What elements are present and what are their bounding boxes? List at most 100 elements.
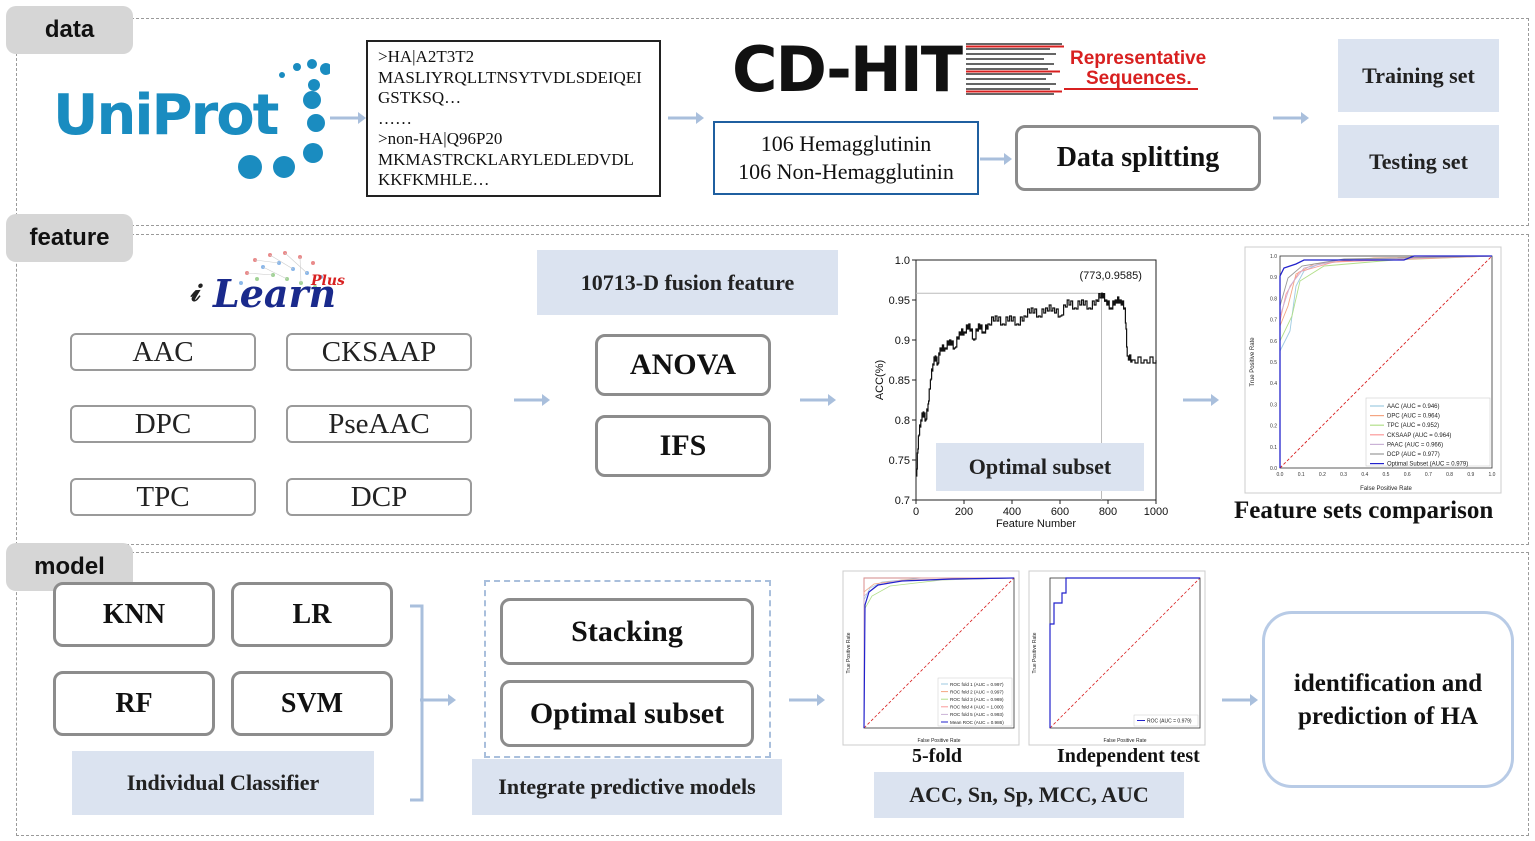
data-tag: data xyxy=(6,6,133,54)
integrate-models-box: Integrate predictive models xyxy=(472,759,782,815)
roc-compare-xtick: 0.7 xyxy=(1425,472,1432,478)
optimal-subset-label: Optimal subset xyxy=(936,443,1144,491)
ilearn-text: Learn xyxy=(213,271,337,316)
arrow-right-icon xyxy=(1222,694,1258,706)
ifs-ytick-label: 0.85 xyxy=(889,375,910,387)
roc-independent-chart: ROC (AUC = 0.979) False Positive Rate Tr… xyxy=(1028,570,1206,746)
sequence-line-2: MASLIYRQLLTNSYTVDLSDEIQEI xyxy=(378,67,642,87)
roc-optimal-line xyxy=(1279,255,1492,468)
roc-compare-xtick: 0.4 xyxy=(1361,472,1368,478)
uniprot-logo: UniProt xyxy=(50,55,332,185)
independent-test-label: Independent test xyxy=(1057,745,1200,767)
roc-compare-xtick: 0.9 xyxy=(1467,472,1474,478)
ilearn-logo: 𝒾 Learn Plus xyxy=(185,245,365,316)
fusion-feature-box: 10713-D fusion feature xyxy=(537,250,838,315)
roc-compare-legend xyxy=(1365,397,1491,467)
testing-set-box: Testing set xyxy=(1338,125,1499,198)
roc-compare-legend-label: PAAC (AUC = 0.966) xyxy=(1387,442,1443,448)
sequence-line-5: >non-HA|Q96P20 xyxy=(378,129,503,148)
sequence-line-1: >HA|A2T3T2 xyxy=(378,47,475,66)
roc-compare-xtick: 1.0 xyxy=(1489,472,1496,478)
ifs-xlabel: Feature Number xyxy=(996,518,1076,530)
arrow-right-icon xyxy=(789,694,825,706)
ifs-ytick-label: 1.0 xyxy=(895,255,910,267)
uniprot-text: UniProt xyxy=(53,83,279,148)
fivefold-label: 5-fold xyxy=(912,745,962,767)
roc-compare-legend-label: DCP (AUC = 0.977) xyxy=(1387,452,1440,458)
roc-compare-ytick: 1.0 xyxy=(1270,254,1277,260)
roc-compare-xlabel: False Positive Rate xyxy=(1360,486,1412,492)
roc-compare-ytick: 0.5 xyxy=(1270,360,1277,366)
feature-aac: AAC xyxy=(70,333,256,371)
arrow-right-icon xyxy=(330,112,366,124)
roc-compare-ytick: 0.0 xyxy=(1270,466,1277,472)
cdhit-subtitle-1: Representative xyxy=(1070,48,1207,69)
roc-compare-ylabel: True Positive Rate xyxy=(1250,337,1256,387)
ifs-xtick-label: 600 xyxy=(1051,506,1069,518)
ilearn-plus: Plus xyxy=(311,273,345,289)
individual-classifier-box: Individual Classifier xyxy=(72,751,374,815)
cdhit-lines-icon xyxy=(966,43,1064,95)
ifs-ytick-label: 0.7 xyxy=(895,495,910,507)
roc-compare-legend-label: CKSAAP (AUC = 0.964) xyxy=(1387,433,1451,439)
roc-compare-ytick: 0.4 xyxy=(1270,381,1277,387)
roc-compare-xtick: 0.6 xyxy=(1404,472,1411,478)
classifier-svm: SVM xyxy=(231,671,393,736)
arrow-right-icon xyxy=(980,153,1012,165)
classifier-knn: KNN xyxy=(53,582,215,647)
cdhit-underline-icon xyxy=(1064,88,1198,90)
ifs-ytick-label: 0.95 xyxy=(889,295,910,307)
roc-comparison-chart: 0.00.00.10.10.20.20.30.30.40.40.50.50.60… xyxy=(1244,246,1502,494)
feature-dcp: DCP xyxy=(286,478,472,516)
roc-compare-xtick: 0.1 xyxy=(1298,472,1305,478)
ifs-xtick-label: 0 xyxy=(913,506,919,518)
roc-5fold-legend-label: ROC fold 2 (AUC = 0.997) xyxy=(950,689,1004,694)
arrow-right-icon xyxy=(1183,394,1219,406)
roc-compare-ytick: 0.8 xyxy=(1270,296,1277,302)
roc-5fold-legend-label: ROC fold 5 (AUC = 0.993) xyxy=(950,712,1004,717)
data-splitting-box: Data splitting xyxy=(1015,125,1261,191)
svg-text:𝒾: 𝒾 xyxy=(190,275,203,308)
roc-compare-ytick: 0.9 xyxy=(1270,275,1277,281)
sequence-line-6: MKMASTRCKLARYLEDLEDVDL xyxy=(378,149,634,169)
data-panel xyxy=(16,18,1529,226)
ifs-peak-annotation: (773,0.9585) xyxy=(1080,270,1142,282)
roc-independent-ylabel: True Positive Rate xyxy=(1032,632,1038,673)
roc-5fold-legend-label: ROC fold 4 (AUC = 1.000) xyxy=(950,705,1004,710)
roc-compare-ytick: 0.1 xyxy=(1270,445,1277,451)
roc-compare-xtick: 0.3 xyxy=(1340,472,1347,478)
feature-sets-comparison-label: Feature sets comparison xyxy=(1234,497,1494,524)
ifs-xtick-label: 200 xyxy=(955,506,973,518)
feature-cksaap: CKSAAP xyxy=(286,333,472,371)
feature-dpc: DPC xyxy=(70,405,256,443)
uniprot-dots-right-icon xyxy=(303,91,325,132)
arrow-right-icon xyxy=(514,394,550,406)
training-set-box: Training set xyxy=(1338,39,1499,112)
metrics-box: ACC, Sn, Sp, MCC, AUC xyxy=(874,772,1184,818)
ilearn-network-icon: 𝒾 xyxy=(190,251,323,308)
roc-independent-legend: ROC (AUC = 0.979) xyxy=(1147,719,1192,725)
roc-compare-ytick: 0.7 xyxy=(1270,318,1277,324)
roc-independent-xlabel: False Positive Rate xyxy=(1103,738,1146,744)
ifs-ytick-label: 0.75 xyxy=(889,455,910,467)
feature-pseaac: PseAAC xyxy=(286,405,472,443)
roc-5fold-legend-label: Mean ROC (AUC = 0.986) xyxy=(950,720,1004,725)
roc-compare-legend-label: Optimal Subset (AUC = 0.979) xyxy=(1387,462,1468,468)
roc-compare-legend-label: AAC (AUC = 0.946) xyxy=(1387,404,1440,410)
roc-compare-legend-label: TPC (AUC = 0.952) xyxy=(1387,423,1439,429)
cdhit-title: CD-HIT xyxy=(732,33,963,106)
classifier-lr: LR xyxy=(231,582,393,647)
final-result-text: identification and prediction of HA xyxy=(1293,669,1483,730)
roc-compare-xtick: 0.2 xyxy=(1319,472,1326,478)
roc-compare-legend-label: DPC (AUC = 0.964) xyxy=(1387,414,1440,420)
ifs-acc-line xyxy=(916,292,1157,477)
count-non-ha: 106 Non-Hemagglutinin xyxy=(738,159,954,184)
ifs-ylabel: ACC(%) xyxy=(874,360,886,400)
roc-5fold-chart: ROC fold 1 (AUC = 0.997)ROC fold 2 (AUC … xyxy=(842,570,1020,746)
optimal-subset-box: Optimal subset xyxy=(500,680,754,747)
feature-tpc: TPC xyxy=(70,478,256,516)
ifs-xtick-label: 800 xyxy=(1099,506,1117,518)
arrow-right-icon xyxy=(668,112,704,124)
cdhit-subtitle-2: Sequences. xyxy=(1086,68,1192,89)
